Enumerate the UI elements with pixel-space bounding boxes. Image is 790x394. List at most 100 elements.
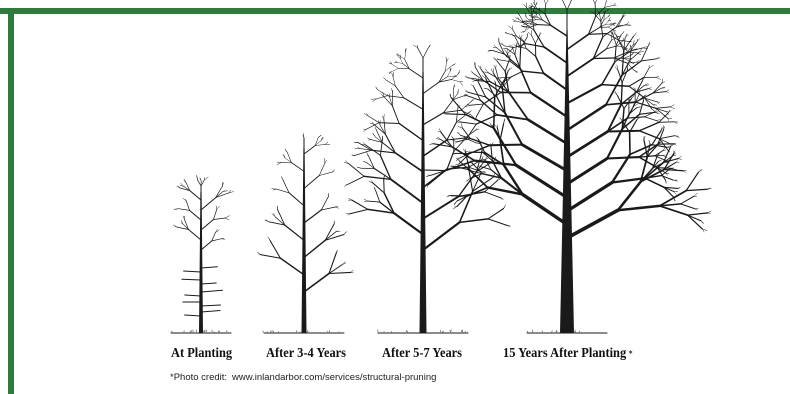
branch [460, 122, 476, 124]
grass-tuft [204, 330, 205, 333]
twig [652, 109, 655, 112]
photo-credit-prefix: *Photo credit: [170, 372, 227, 383]
branch [531, 35, 535, 43]
branch [688, 213, 708, 215]
branch [544, 47, 567, 63]
twig [346, 184, 348, 185]
twig [414, 45, 418, 48]
branch [622, 114, 639, 129]
twig [527, 33, 528, 37]
branch [488, 219, 507, 225]
branch [395, 153, 423, 172]
branch [445, 62, 446, 71]
branch [567, 34, 589, 49]
branch [644, 68, 649, 78]
branch [591, 0, 595, 4]
branch [567, 210, 618, 238]
twig [656, 77, 660, 79]
twig [351, 272, 354, 273]
branch [511, 62, 523, 71]
lateral-branch [201, 267, 217, 268]
branch [354, 150, 371, 155]
branch [280, 258, 304, 275]
branch [602, 62, 615, 85]
twig [223, 191, 227, 192]
branch [376, 190, 380, 202]
twig [621, 31, 624, 35]
twig [666, 180, 667, 183]
twig [217, 206, 220, 209]
branch [304, 146, 315, 155]
twig [626, 22, 629, 24]
twig [524, 24, 529, 25]
branch [688, 215, 701, 221]
photo-credit-url[interactable]: www.inlandarbor.com/services/structural-… [232, 372, 436, 383]
twig [604, 11, 605, 14]
twig [460, 82, 463, 86]
twig [509, 26, 513, 29]
branch [491, 146, 492, 160]
twig [348, 198, 351, 200]
twig [363, 161, 366, 162]
branch [523, 194, 567, 224]
branch [604, 17, 608, 20]
twig [656, 76, 658, 77]
twig [526, 14, 527, 17]
branch [391, 179, 423, 203]
branch [497, 61, 505, 71]
branch [659, 136, 674, 139]
branch [589, 34, 608, 35]
twig [277, 162, 281, 165]
branch [551, 25, 567, 36]
branch [423, 222, 460, 250]
branch [531, 93, 567, 117]
branch [476, 104, 483, 117]
branch [686, 189, 707, 190]
twig [225, 216, 229, 218]
branch [399, 124, 423, 141]
branch [409, 69, 423, 78]
branch [319, 172, 332, 175]
lateral-branch [184, 271, 201, 272]
branch [368, 201, 380, 202]
twig [392, 73, 393, 77]
branch [655, 150, 663, 155]
twig [454, 201, 457, 205]
branch [640, 100, 644, 114]
branch [596, 7, 605, 16]
branch [349, 176, 365, 184]
twig [364, 201, 368, 202]
branch [602, 85, 629, 87]
branch [445, 65, 452, 71]
twig [373, 99, 376, 102]
twig [634, 35, 636, 37]
branch [475, 161, 516, 166]
branch [447, 123, 456, 141]
branch [475, 67, 483, 80]
branch [461, 102, 471, 110]
branch [451, 196, 467, 197]
branch [608, 131, 640, 132]
twig [426, 175, 431, 176]
lateral-branch [201, 305, 221, 306]
branch [659, 122, 674, 123]
branch [660, 206, 688, 215]
branch [304, 210, 321, 223]
branch [418, 48, 424, 58]
branch [379, 123, 399, 124]
branch [428, 171, 445, 185]
twig [457, 132, 460, 135]
branch [392, 64, 398, 68]
lateral-branch [201, 311, 220, 313]
branch [329, 272, 351, 273]
twig [447, 59, 449, 62]
branch [201, 220, 214, 231]
twig [674, 192, 677, 195]
branch [423, 82, 439, 94]
twig [364, 129, 367, 131]
twig [671, 105, 675, 107]
branch [538, 25, 551, 26]
branch [567, 105, 606, 131]
twig [632, 96, 634, 98]
branch [645, 178, 664, 187]
